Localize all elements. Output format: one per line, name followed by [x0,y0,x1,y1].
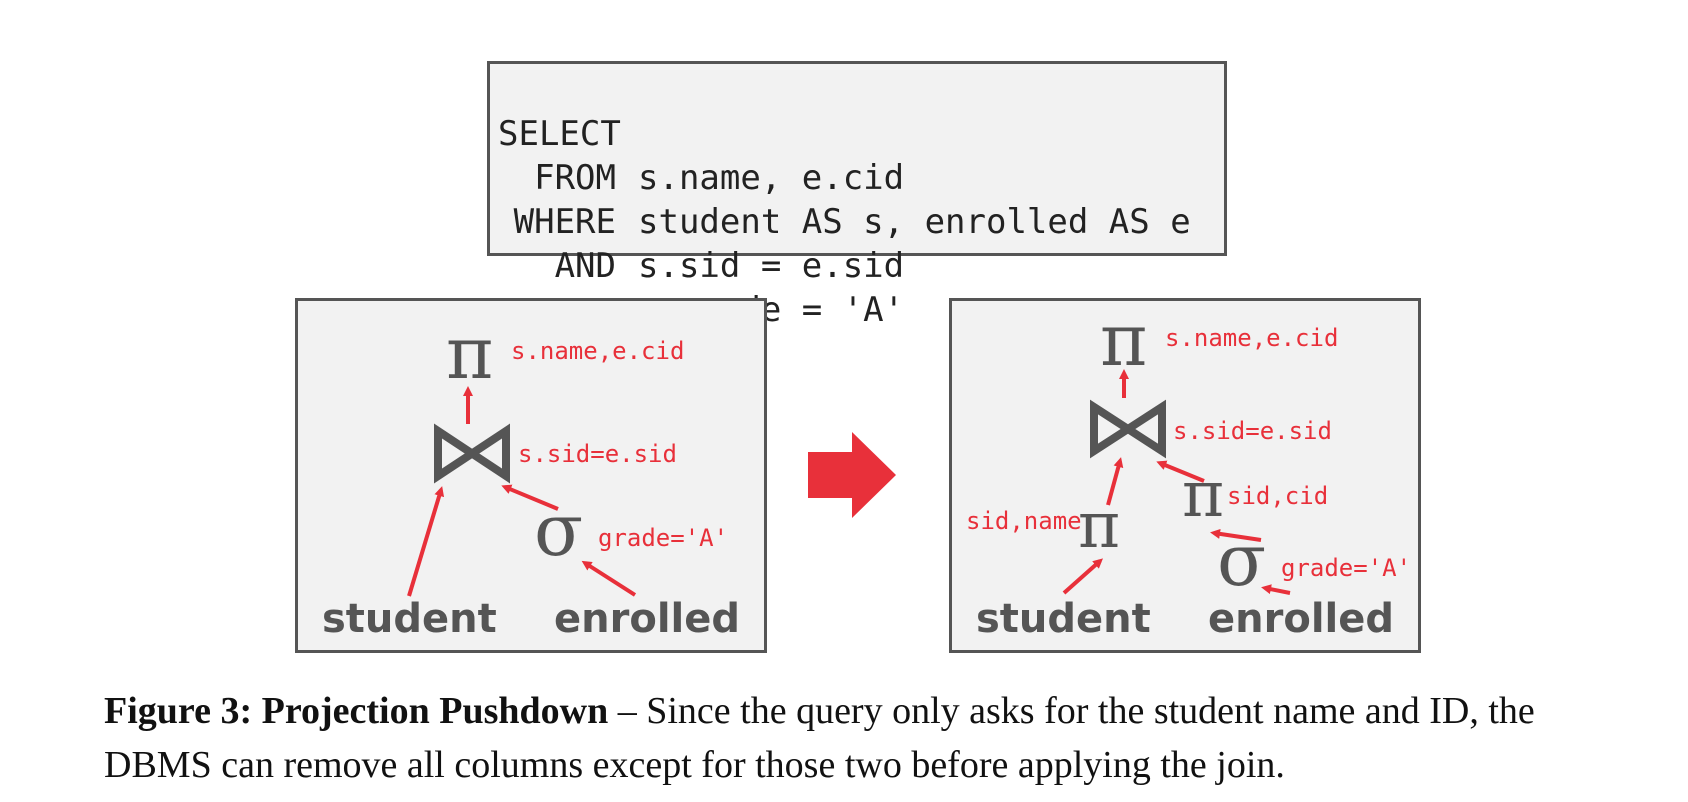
sql-clause: s.name, e.cid [638,158,905,198]
sql-line-from: FROM student AS s, enrolled AS e [490,112,1191,242]
projection-label: s.name,e.cid [1165,324,1338,352]
edge-student-to-join [407,486,445,597]
right-projection-label: sid,cid [1227,482,1328,510]
selection-operator: σ [534,488,583,572]
projection-operator: π [1100,301,1147,382]
projection-operator: π [446,311,493,395]
edge-student-to-left-projection [1062,558,1103,595]
edge-left-projection-to-join [1106,457,1124,506]
selection-operator: σ [1217,518,1266,602]
original-plan-diagram: π s.name,e.cid s.sid=e.sid σ grade='A' s… [322,311,740,642]
relation-enrolled: enrolled [1208,596,1394,642]
transform-arrow-icon [808,432,896,518]
sql-query-box: SELECT s.name, e.cid FROM student AS s, … [487,61,1227,330]
sql-keyword: AND [554,246,616,286]
sql-clause: student AS s, enrolled AS e [638,202,1191,242]
relation-student: student [976,596,1151,642]
sql-line-select: SELECT s.name, e.cid [490,68,904,198]
join-operator [1090,399,1166,459]
edge-selection-to-join [501,484,559,511]
relation-student: student [322,596,497,642]
sql-keyword: FROM [534,158,616,198]
figure-title: Projection Pushdown [261,690,609,732]
join-label: s.sid=e.sid [518,440,677,468]
edge-enrolled-to-selection [1261,584,1291,595]
projection-label: s.name,e.cid [511,337,684,365]
selection-label: grade='A' [598,524,728,552]
optimized-query-plan: π s.name,e.cid s.sid=e.sid sid,name π π … [949,298,1421,653]
selection-label: grade='A' [1281,554,1411,582]
join-operator [434,423,510,484]
figure-caption: Figure 3: Projection Pushdown – Since th… [104,684,1624,792]
sql-line-and: AND e.grade = 'A' [490,200,905,330]
sql-keyword: WHERE [513,202,616,242]
figure-number: Figure 3: [104,690,253,732]
join-label: s.sid=e.sid [1173,417,1332,445]
left-projection-label: sid,name [966,507,1082,535]
sql-line-where: WHERE s.sid = e.sid [490,156,904,286]
edge-right-projection-to-join [1156,460,1205,483]
edge-selection-to-right-projection [1210,528,1262,542]
sql-clause: s.sid = e.sid [638,246,905,286]
left-projection-operator: π [1078,489,1120,563]
figure-description: – Since the query only asks for the stud… [104,690,1535,786]
sql-keyword: SELECT [498,114,621,154]
edge-enrolled-to-selection [581,560,637,597]
right-projection-operator: π [1182,458,1224,532]
original-query-plan: π s.name,e.cid s.sid=e.sid σ grade='A' s… [295,298,767,653]
optimized-plan-diagram: π s.name,e.cid s.sid=e.sid sid,name π π … [966,301,1411,642]
relation-enrolled: enrolled [554,596,740,642]
